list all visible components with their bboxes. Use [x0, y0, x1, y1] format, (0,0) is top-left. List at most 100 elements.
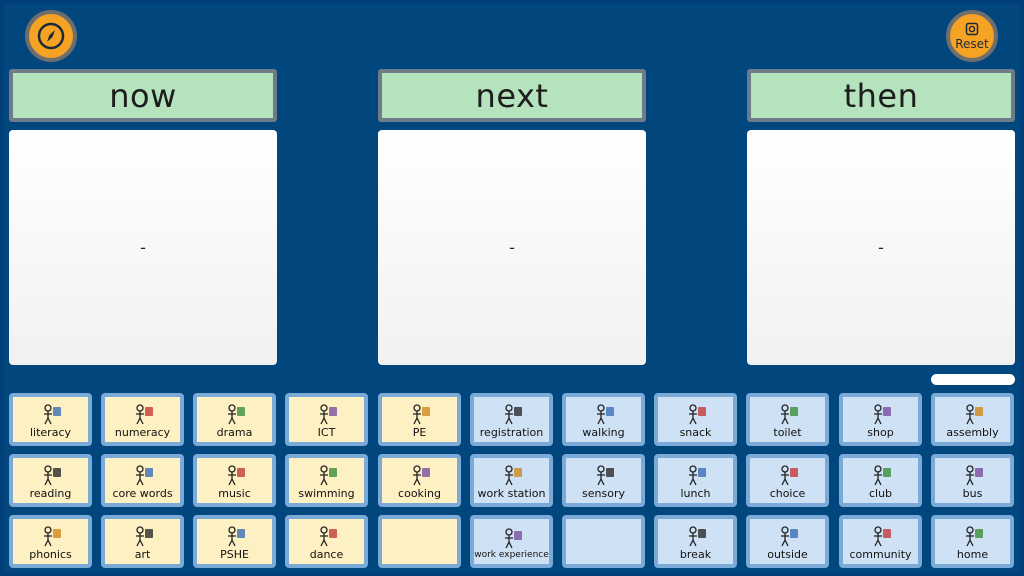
tile-label: club [868, 486, 893, 500]
tile-label: snack [679, 425, 712, 439]
tile-swimming[interactable]: swimming [285, 454, 368, 507]
column-header-now: now [9, 69, 277, 122]
core-words-symbol-icon [135, 465, 153, 486]
tile-label: core words [112, 486, 173, 500]
numeracy-symbol-icon [135, 404, 153, 425]
now-slot[interactable]: - [9, 130, 277, 365]
assembly-symbol-icon [965, 404, 983, 425]
tile-label: dance [309, 547, 344, 561]
tile-registration[interactable]: registration [470, 393, 553, 446]
tile-choice[interactable]: choice [746, 454, 829, 507]
tile-label: break [679, 547, 712, 561]
tile-label: assembly [946, 425, 999, 439]
next-slot[interactable]: - [378, 130, 646, 365]
tile-core-words[interactable]: core words [101, 454, 184, 507]
tile-pshe[interactable]: PSHE [193, 515, 276, 568]
tile-club[interactable]: club [839, 454, 922, 507]
tile-work-experience[interactable]: work experience [470, 515, 553, 568]
tile-ict[interactable]: ICT [285, 393, 368, 446]
walking-symbol-icon [596, 404, 614, 425]
tile-label: bus [962, 486, 983, 500]
outside-symbol-icon [780, 526, 798, 547]
then-slot[interactable]: - [747, 130, 1015, 365]
toilet-symbol-icon [780, 404, 798, 425]
tile-label: toilet [773, 425, 802, 439]
phonics-symbol-icon [43, 526, 61, 547]
compass-icon [37, 22, 65, 50]
tile-label: outside [767, 547, 808, 561]
home-symbol-icon [965, 526, 983, 547]
tile-label: ICT [317, 425, 336, 439]
club-symbol-icon [873, 465, 891, 486]
tile-empty-28[interactable] [562, 515, 645, 568]
tile-assembly[interactable]: assembly [931, 393, 1014, 446]
sensory-symbol-icon [596, 465, 614, 486]
tile-bus[interactable]: bus [931, 454, 1014, 507]
now-slot-content: - [140, 238, 146, 257]
reading-symbol-icon [43, 465, 61, 486]
tile-reading[interactable]: reading [9, 454, 92, 507]
tile-community[interactable]: community [839, 515, 922, 568]
literacy-symbol-icon [43, 404, 61, 425]
pe-symbol-icon [412, 404, 430, 425]
ict-symbol-icon [319, 404, 337, 425]
tile-label: numeracy [114, 425, 171, 439]
then-slot-content: - [878, 238, 884, 257]
tile-label: registration [479, 425, 544, 439]
music-symbol-icon [227, 465, 245, 486]
tile-snack[interactable]: snack [654, 393, 737, 446]
tile-label: work station [477, 486, 546, 500]
tile-label: literacy [29, 425, 71, 439]
compass-button[interactable] [25, 10, 77, 62]
tile-label: art [134, 547, 151, 561]
tile-lunch[interactable]: lunch [654, 454, 737, 507]
tile-literacy[interactable]: literacy [9, 393, 92, 446]
tile-dance[interactable]: dance [285, 515, 368, 568]
tile-break[interactable]: break [654, 515, 737, 568]
tile-label: music [218, 486, 251, 500]
shop-symbol-icon [873, 404, 891, 425]
tile-shop[interactable]: shop [839, 393, 922, 446]
tile-label: sensory [582, 486, 625, 500]
reset-button[interactable]: Reset [946, 10, 998, 62]
column-header-next: next [378, 69, 646, 122]
tile-label: swimming [298, 486, 355, 500]
dance-symbol-icon [319, 526, 337, 547]
next-slot-content: - [509, 238, 515, 257]
reset-icon [965, 22, 979, 35]
tile-numeracy[interactable]: numeracy [101, 393, 184, 446]
tile-label: walking [582, 425, 625, 439]
tile-label: shop [867, 425, 894, 439]
tile-pe[interactable]: PE [378, 393, 461, 446]
work-station-symbol-icon [504, 465, 522, 486]
swimming-symbol-icon [319, 465, 337, 486]
tile-music[interactable]: music [193, 454, 276, 507]
community-symbol-icon [873, 526, 891, 547]
tile-label: lunch [680, 486, 711, 500]
tile-home[interactable]: home [931, 515, 1014, 568]
column-header-then: then [747, 69, 1015, 122]
tile-label: cooking [398, 486, 441, 500]
tile-toilet[interactable]: toilet [746, 393, 829, 446]
tile-cooking[interactable]: cooking [378, 454, 461, 507]
tile-art[interactable]: art [101, 515, 184, 568]
tile-outside[interactable]: outside [746, 515, 829, 568]
drama-symbol-icon [227, 404, 245, 425]
tile-label: reading [29, 486, 72, 500]
art-symbol-icon [135, 526, 153, 547]
tile-sensory[interactable]: sensory [562, 454, 645, 507]
tile-phonics[interactable]: phonics [9, 515, 92, 568]
tile-label: phonics [29, 547, 72, 561]
tile-label: drama [216, 425, 253, 439]
work-experience-symbol-icon [504, 528, 522, 549]
tile-empty-26[interactable] [378, 515, 461, 568]
snack-symbol-icon [688, 404, 706, 425]
tile-drama[interactable]: drama [193, 393, 276, 446]
tile-walking[interactable]: walking [562, 393, 645, 446]
scrollbar[interactable] [931, 374, 1015, 385]
tile-work-station[interactable]: work station [470, 454, 553, 507]
lunch-symbol-icon [688, 465, 706, 486]
break-symbol-icon [688, 526, 706, 547]
choice-symbol-icon [780, 465, 798, 486]
tile-label: PE [412, 425, 427, 439]
